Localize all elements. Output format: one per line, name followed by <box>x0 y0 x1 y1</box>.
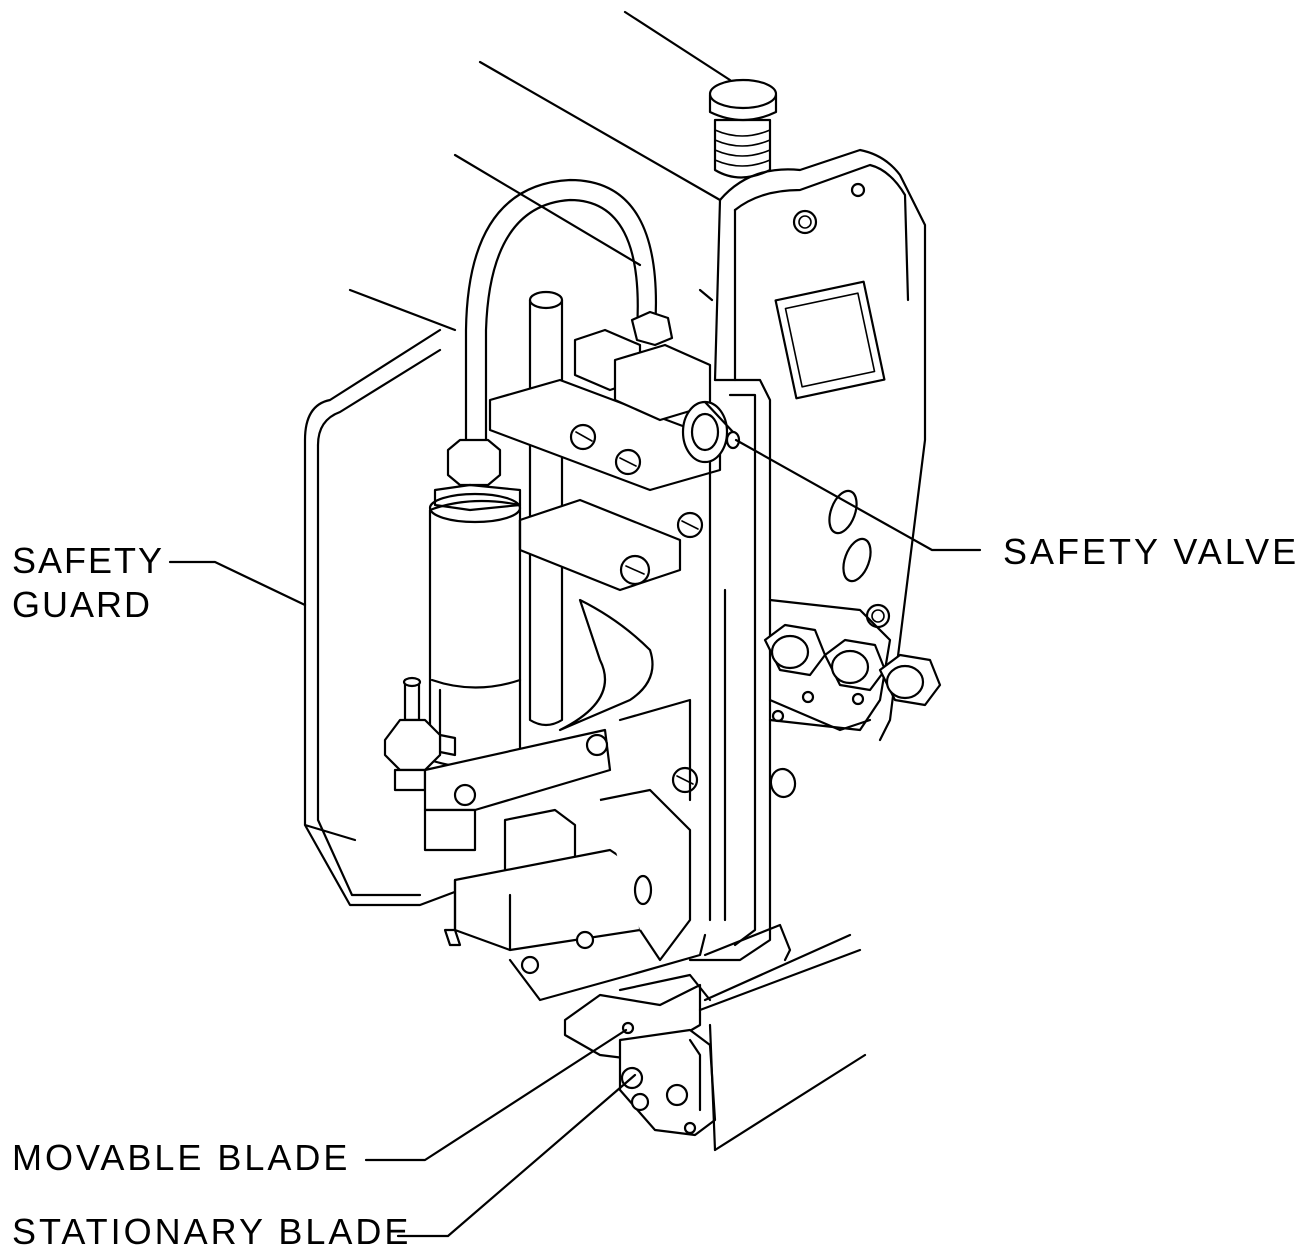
label-safety-guard: SAFETY GUARD <box>12 539 164 627</box>
label-movable-blade: MOVABLE BLADE <box>12 1137 351 1178</box>
label-safety-valve: SAFETY VALVE <box>1003 531 1296 572</box>
machine-arm-lines <box>348 10 732 332</box>
pneumatic-tube <box>464 178 657 452</box>
leader-safety-guard <box>168 560 307 607</box>
safety-valve-part <box>681 400 741 464</box>
fitting-3 <box>878 653 942 707</box>
leader-safety-valve <box>734 438 982 552</box>
air-cylinder <box>428 438 522 769</box>
safety-guard <box>303 328 462 907</box>
leader-lines <box>168 438 982 1238</box>
upper-bracket <box>488 310 722 592</box>
leader-stationary-blade <box>396 1073 637 1238</box>
cutter-assembly <box>443 788 692 975</box>
label-safety-guard-line2: GUARD <box>12 584 153 625</box>
leader-movable-blade <box>364 1028 628 1162</box>
side-nipple-fitting <box>383 676 457 792</box>
fitting-1 <box>763 623 827 677</box>
valve-manifold <box>763 489 942 799</box>
fitting-2 <box>823 638 887 692</box>
lower-clamp <box>423 598 699 852</box>
top-knob <box>708 78 778 179</box>
blade-assembly <box>508 933 717 1137</box>
label-stationary-blade: STATIONARY BLADE <box>12 1211 412 1252</box>
bed-plate <box>698 923 867 1152</box>
side-plate <box>688 378 872 962</box>
label-safety-guard-line1: SAFETY <box>12 540 165 581</box>
